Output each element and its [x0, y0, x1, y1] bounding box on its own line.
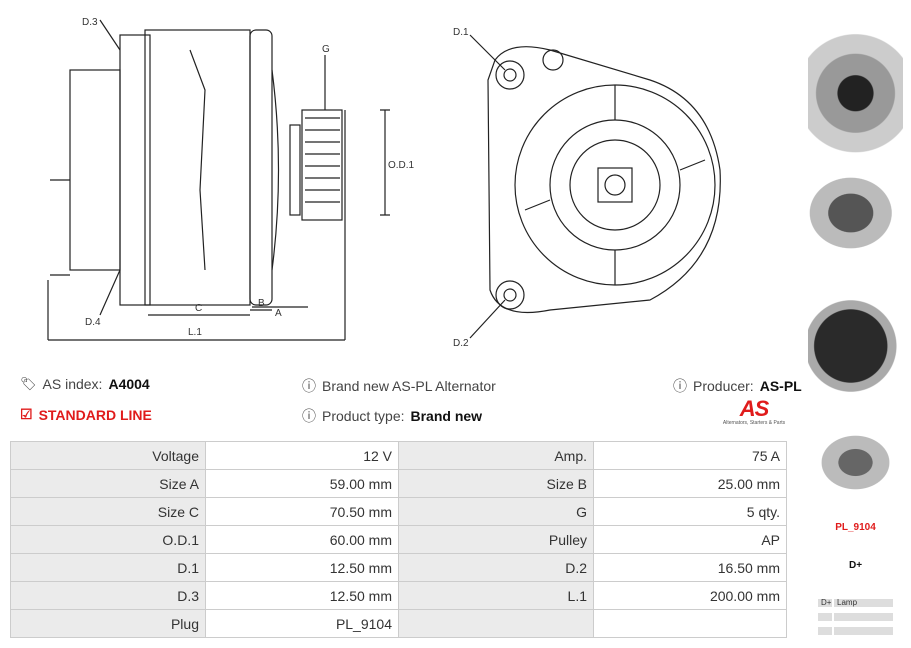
product-type-value: Brand new — [410, 408, 483, 424]
side-view-drawing: D.3 D.4 G O.D.1 C B A L.1 — [47, 17, 415, 341]
spec-label: G — [398, 497, 594, 526]
pin-row: D+Lamp — [818, 599, 893, 607]
spec-label: Plug — [10, 609, 206, 638]
spec-label: Amp. — [398, 441, 594, 470]
pin-row — [818, 627, 893, 635]
tags-icon: 🏷 — [20, 376, 37, 391]
pin-function — [834, 627, 893, 635]
spec-value: 16.50 mm — [593, 553, 787, 582]
pin-function — [834, 613, 893, 621]
spec-value: 25.00 mm — [593, 469, 787, 498]
plug-code: PL_9104 — [835, 522, 876, 533]
product-type: ⓘ Product type: Brand new — [302, 406, 482, 426]
as-index-value: A4004 — [108, 376, 150, 392]
pin-function: Lamp — [834, 599, 893, 607]
standard-line-label: STANDARD LINE — [38, 406, 152, 423]
label-d3: D.3 — [82, 17, 98, 28]
label-a: A — [275, 308, 282, 319]
spec-value: 12.50 mm — [205, 581, 399, 610]
label-od1: O.D.1 — [388, 160, 415, 171]
pin-name: D+ — [818, 599, 832, 607]
spec-label: Pulley — [398, 525, 594, 554]
checkbox-icon: ☑ — [20, 406, 33, 422]
product-photo-rear[interactable] — [808, 272, 903, 420]
spec-value: 70.50 mm — [205, 497, 399, 526]
terminal-label: D+ — [848, 560, 863, 571]
spec-value: 12.50 mm — [205, 553, 399, 582]
spec-value: AP — [593, 525, 787, 554]
spec-label: D.1 — [10, 553, 206, 582]
spec-label: Size B — [398, 469, 594, 498]
logo-tagline: Alternators, Starters & Parts — [722, 420, 786, 426]
spec-label: D.2 — [398, 553, 594, 582]
spec-label: Size A — [10, 469, 206, 498]
spec-label: Voltage — [10, 441, 206, 470]
spec-value: 75 A — [593, 441, 787, 470]
label-d2: D.2 — [453, 338, 469, 349]
front-view-drawing: D.1 D.2 — [453, 27, 721, 349]
label-g: G — [322, 44, 330, 55]
pin-name — [818, 613, 832, 621]
info-icon: ⓘ — [302, 378, 316, 394]
product-type-label: Product type: — [322, 408, 405, 424]
spec-value: 5 qty. — [593, 497, 787, 526]
info-icon: ⓘ — [302, 408, 316, 424]
spec-label — [398, 609, 594, 638]
spec-value: 12 V — [205, 441, 399, 470]
as-logo: AS Alternators, Starters & Parts — [715, 396, 793, 427]
spec-label: O.D.1 — [10, 525, 206, 554]
spec-label: Size C — [10, 497, 206, 526]
spec-label: D.3 — [10, 581, 206, 610]
spec-value — [593, 609, 787, 638]
pin-row — [818, 613, 893, 621]
producer-value: AS-PL — [759, 378, 802, 394]
product-photo-angle[interactable] — [808, 425, 903, 500]
pin-name — [818, 627, 832, 635]
product-photo-side[interactable] — [808, 168, 903, 258]
spec-value: PL_9104 — [205, 609, 399, 638]
spec-value: 200.00 mm — [593, 581, 787, 610]
producer-label: Producer: — [693, 378, 754, 394]
label-l1: L.1 — [188, 327, 202, 338]
producer: ⓘ Producer: AS-PL — [673, 376, 802, 396]
spec-value: 59.00 mm — [205, 469, 399, 498]
standard-line: ☑ STANDARD LINE — [20, 406, 152, 423]
spec-value: 60.00 mm — [205, 525, 399, 554]
info-icon: ⓘ — [673, 378, 687, 394]
label-d4: D.4 — [85, 317, 101, 328]
description-text: Brand new AS-PL Alternator — [322, 378, 496, 394]
description: ⓘ Brand new AS-PL Alternator — [302, 376, 496, 396]
as-index-label: AS index: — [42, 376, 103, 392]
label-c: C — [195, 303, 202, 314]
as-index: 🏷 AS index: A4004 — [20, 376, 150, 392]
label-b: B — [258, 298, 265, 309]
spec-label: L.1 — [398, 581, 594, 610]
logo-mark: AS — [739, 396, 770, 421]
product-photo-front[interactable] — [808, 8, 903, 163]
label-d1: D.1 — [453, 27, 469, 38]
